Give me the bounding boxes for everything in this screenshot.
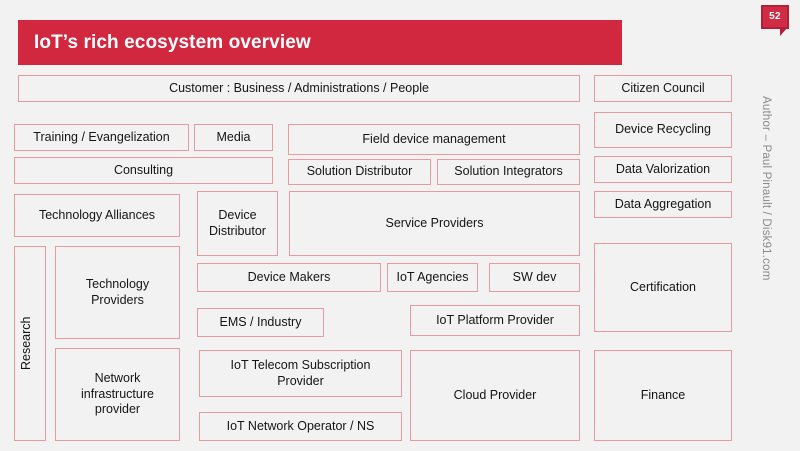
ecosystem-box-label: IoT Network Operator / NS: [226, 418, 375, 433]
page-number-label: 52: [769, 11, 781, 22]
ecosystem-box-certification[interactable]: Certification: [594, 243, 732, 332]
ecosystem-box-cloud-provider[interactable]: Cloud Provider: [410, 350, 580, 441]
page-number-badge: 52: [761, 5, 789, 36]
ecosystem-box-iot-agencies[interactable]: IoT Agencies: [387, 263, 478, 292]
ecosystem-box-finance[interactable]: Finance: [594, 350, 732, 441]
ecosystem-box-label: Consulting: [113, 162, 174, 177]
ecosystem-box-label: IoT Agencies: [396, 269, 469, 284]
ecosystem-box-data-aggregation[interactable]: Data Aggregation: [594, 191, 732, 218]
ecosystem-box-solution-integrators[interactable]: Solution Integrators: [437, 159, 580, 185]
ecosystem-box-label: SW dev: [512, 269, 557, 284]
ecosystem-box-label: Solution Distributor: [306, 164, 413, 179]
ecosystem-box-media[interactable]: Media: [194, 124, 273, 151]
badge-tail-icon: [780, 27, 788, 36]
ecosystem-box-label: Certification: [630, 279, 696, 294]
ecosystem-box-training-evangelization[interactable]: Training / Evangelization: [14, 124, 189, 151]
ecosystem-box-technology-alliances[interactable]: Technology Alliances: [14, 194, 180, 237]
ecosystem-box-label: Citizen Council: [621, 80, 705, 95]
ecosystem-box-sw-dev[interactable]: SW dev: [489, 263, 580, 292]
ecosystem-box-label: Data Aggregation: [614, 196, 712, 211]
ecosystem-box-label: Solution Integrators: [454, 164, 563, 179]
ecosystem-box-consulting[interactable]: Consulting: [14, 157, 273, 184]
ecosystem-box-label: Customer : Business / Administrations / …: [169, 80, 429, 95]
ecosystem-box-solution-distributor[interactable]: Solution Distributor: [288, 159, 431, 185]
ecosystem-box-field-device-management[interactable]: Field device management: [288, 124, 580, 155]
ecosystem-box-label: Device Recycling: [615, 122, 711, 137]
ecosystem-box-label: EMS / Industry: [219, 314, 302, 329]
ecosystem-box-ems-industry[interactable]: EMS / Industry: [197, 308, 324, 337]
ecosystem-box-device-makers[interactable]: Device Makers: [197, 263, 381, 292]
ecosystem-box-label: Device Makers: [247, 269, 331, 284]
ecosystem-box-label: Data Valorization: [615, 161, 711, 176]
ecosystem-box-label: Cloud Provider: [453, 387, 537, 402]
ecosystem-box-research[interactable]: Research: [14, 246, 46, 441]
ecosystem-box-citizen-council[interactable]: Citizen Council: [594, 75, 732, 102]
title-bar: IoT’s rich ecosystem overview: [18, 20, 622, 65]
ecosystem-box-iot-network-operator[interactable]: IoT Network Operator / NS: [199, 412, 402, 441]
page-title: IoT’s rich ecosystem overview: [34, 31, 311, 53]
ecosystem-box-label: Finance: [640, 387, 686, 402]
ecosystem-box-label: Research: [19, 316, 33, 371]
ecosystem-box-label: Media: [216, 129, 251, 144]
ecosystem-box-label: Training / Evangelization: [33, 129, 170, 144]
ecosystem-box-label: Service Providers: [385, 215, 484, 230]
ecosystem-box-data-valorization[interactable]: Data Valorization: [594, 156, 732, 183]
ecosystem-box-label: IoT Platform Provider: [436, 312, 554, 327]
ecosystem-box-label: Technology Alliances: [38, 207, 156, 222]
ecosystem-box-service-providers[interactable]: Service Providers: [289, 191, 580, 256]
ecosystem-box-customer[interactable]: Customer : Business / Administrations / …: [18, 75, 580, 102]
ecosystem-box-device-recycling[interactable]: Device Recycling: [594, 112, 732, 148]
ecosystem-box-iot-platform-provider[interactable]: IoT Platform Provider: [410, 305, 580, 336]
author-credit: Author – Paul Pinault / Disk91.com: [760, 96, 772, 281]
ecosystem-box-label: Field device management: [362, 131, 506, 146]
